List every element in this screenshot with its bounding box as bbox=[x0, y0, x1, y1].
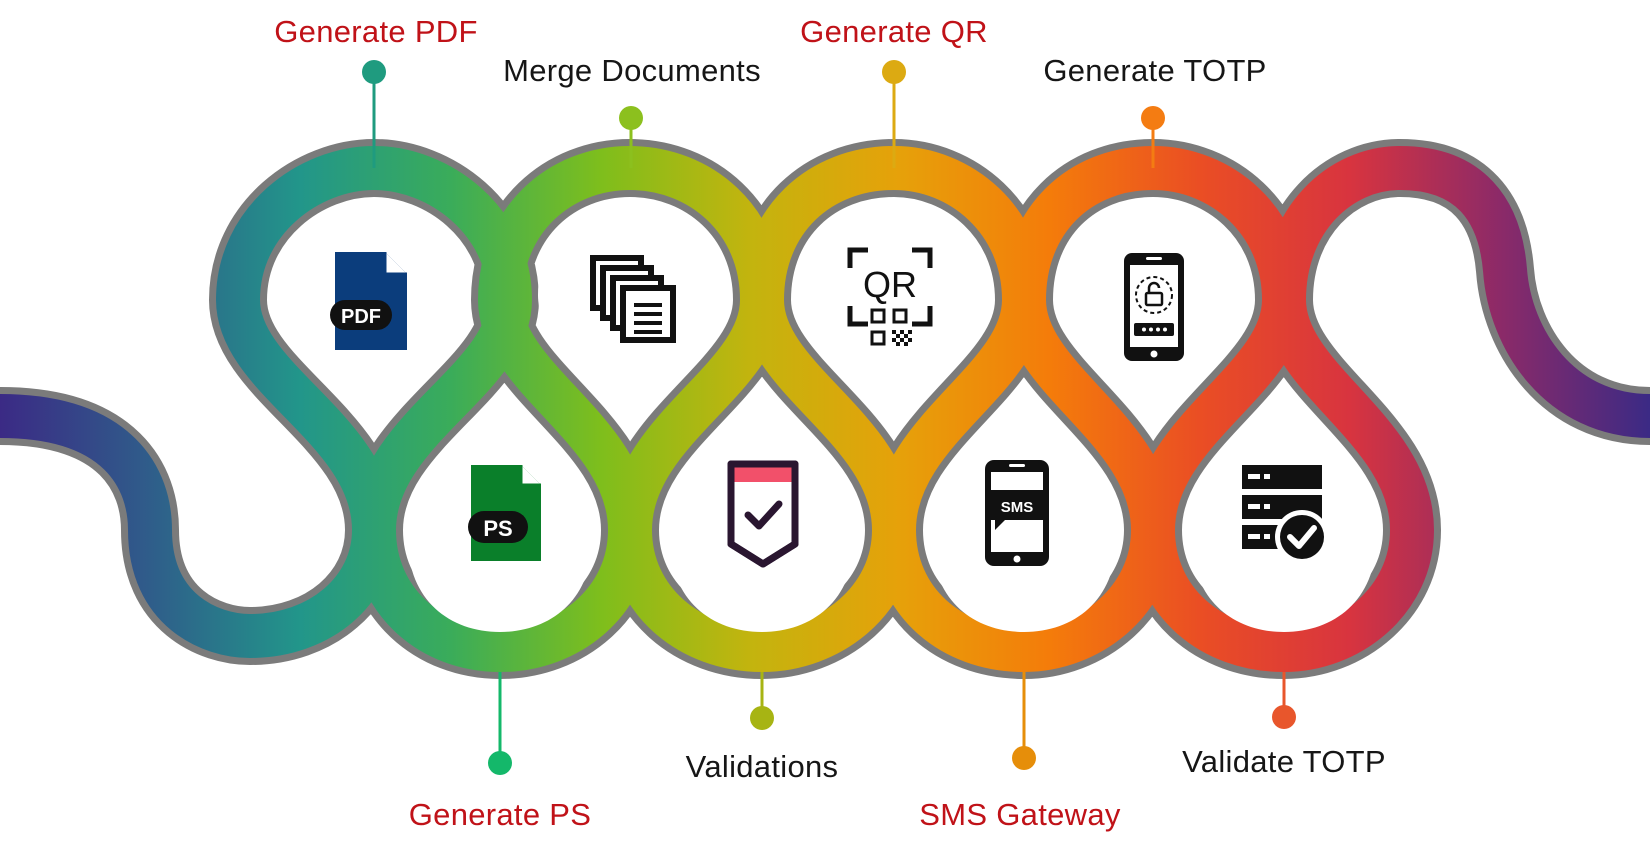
validation-badge-icon bbox=[727, 460, 799, 568]
step-label-sms-gateway: SMS Gateway bbox=[919, 797, 1121, 832]
step-label-validate-totp: Validate TOTP bbox=[1182, 744, 1386, 779]
svg-text:PDF: PDF bbox=[341, 306, 381, 328]
step-label-generate-totp: Generate TOTP bbox=[1043, 53, 1267, 88]
ps-file-icon: PS bbox=[468, 465, 541, 561]
connector-dot-8 bbox=[1272, 705, 1296, 729]
server-check-icon bbox=[1242, 465, 1329, 564]
connector-dot-5 bbox=[882, 60, 906, 84]
ribbon-band bbox=[0, 146, 1650, 672]
step-label-generate-qr: Generate QR bbox=[800, 14, 988, 49]
step-label-validations: Validations bbox=[685, 749, 839, 784]
step-label-merge-documents: Merge Documents bbox=[503, 53, 761, 88]
qr-scan-icon: QR bbox=[847, 247, 933, 346]
svg-text:QR: QR bbox=[863, 264, 917, 305]
svg-text:SMS: SMS bbox=[1001, 499, 1034, 516]
connector-dot-3 bbox=[619, 106, 643, 130]
connector-dot-1 bbox=[362, 60, 386, 84]
step-label-generate-ps: Generate PS bbox=[408, 797, 592, 832]
connector-dot-4 bbox=[750, 706, 774, 730]
locked-phone-icon bbox=[1124, 253, 1184, 361]
sms-phone-icon: SMS bbox=[985, 460, 1049, 566]
documents-stack-icon bbox=[590, 255, 676, 343]
ribbon-fill bbox=[0, 146, 1650, 672]
connectors bbox=[362, 60, 1296, 775]
pdf-file-icon: PDF bbox=[330, 252, 407, 350]
connector-dot-7 bbox=[1141, 106, 1165, 130]
step-label-generate-pdf: Generate PDF bbox=[274, 14, 478, 49]
connector-dot-6 bbox=[1012, 746, 1036, 770]
connector-dot-2 bbox=[488, 751, 512, 775]
svg-text:PS: PS bbox=[483, 516, 512, 541]
